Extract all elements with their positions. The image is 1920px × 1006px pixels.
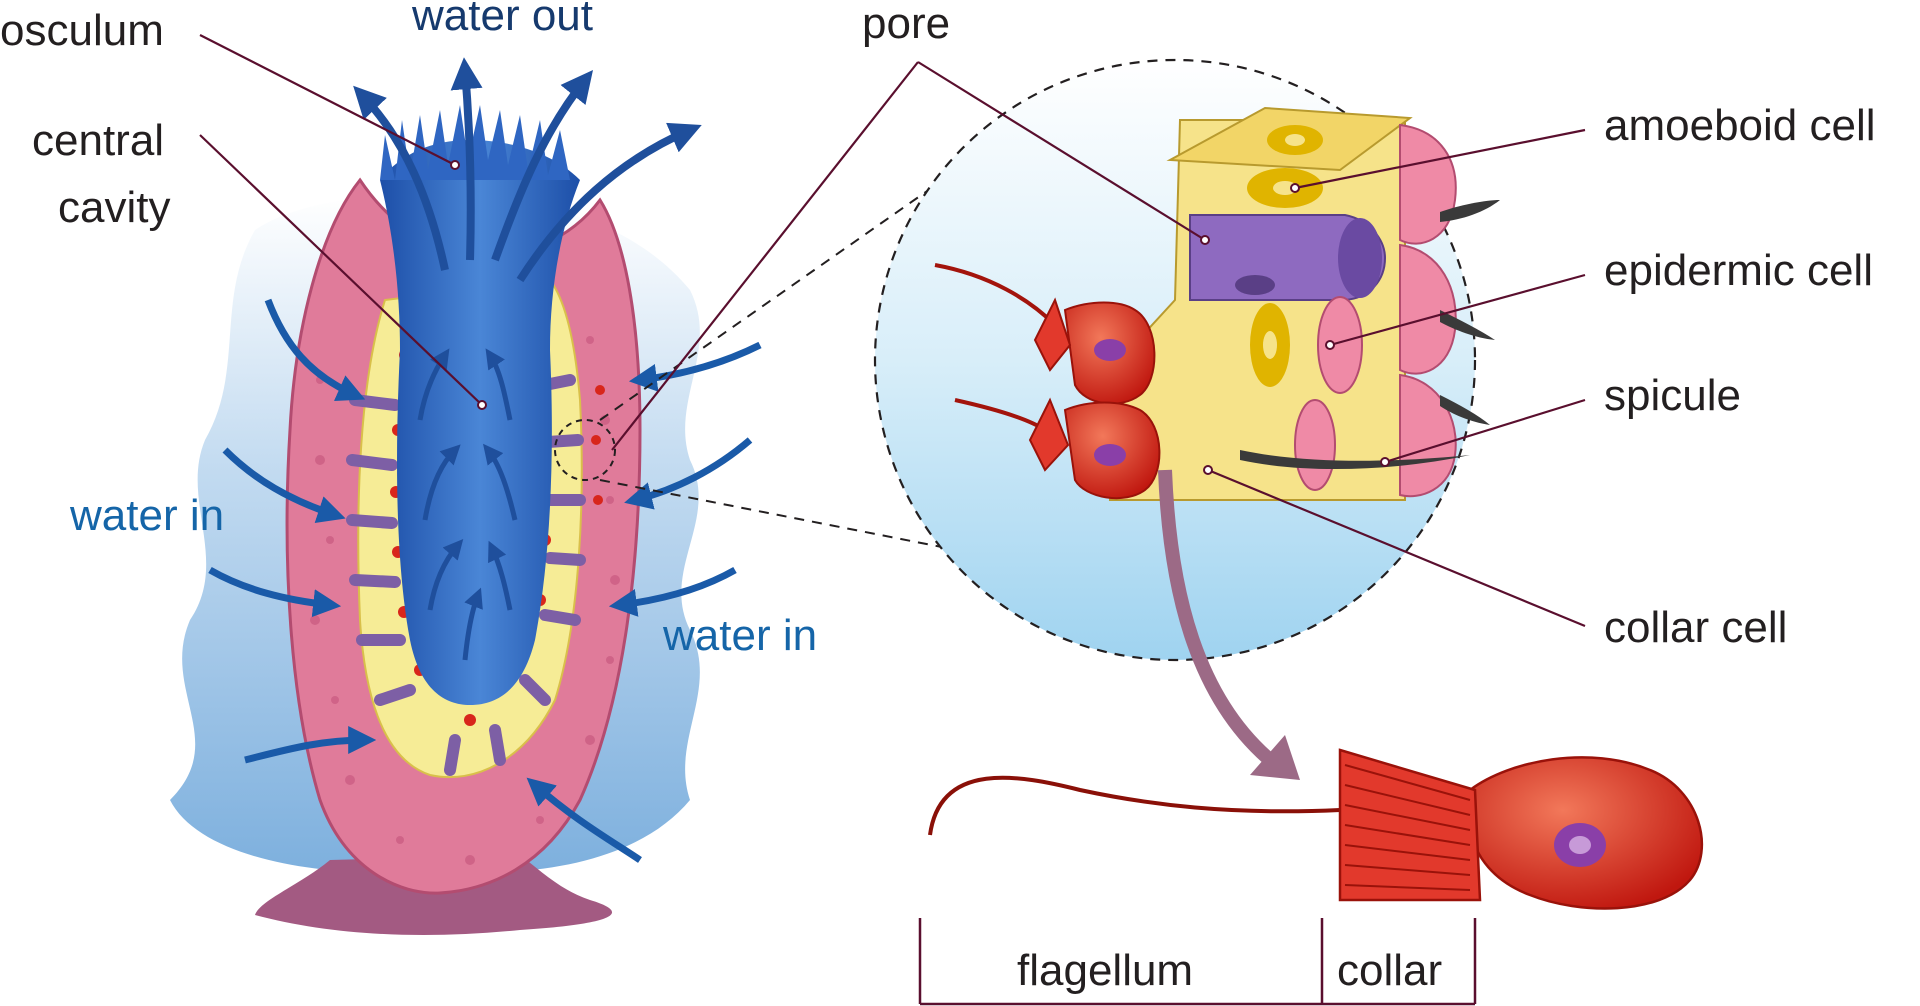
water-out-arrows [353,57,702,283]
collar-cells-zoom [934,263,1161,500]
label-amoeboid-cell: amoeboid cell [1604,101,1876,150]
label-central: central [32,116,164,165]
collar-ridges [1344,764,1471,891]
enlarge-arrow [1158,469,1275,766]
label-flagellum: flagellum [1017,946,1193,995]
flagellum-line [928,775,1341,836]
label-epidermic-cell: epidermic cell [1604,246,1873,295]
water-in-arrows-left [208,298,377,764]
central-cavity [380,140,580,705]
label-spicule: spicule [1604,371,1741,420]
sponge-base [255,855,613,935]
water-in-arrows-right [526,341,762,863]
zoom-source-marker [554,419,616,481]
labels: osculum water out central cavity water i… [0,0,1876,995]
label-water-in-left: water in [69,491,224,540]
osculum-fringe [380,105,570,180]
collar-cell-enlarged [928,748,1704,910]
spicules [1240,200,1500,470]
label-water-out: water out [411,0,593,40]
label-pore: pore [862,0,950,48]
zoom-detail [599,58,1500,662]
label-collar-cell: collar cell [1604,603,1787,652]
enlarge-arrowhead [1250,735,1300,780]
scale-bracket [918,918,1477,1006]
inner-flow-arrows [417,348,518,661]
collar-ridged [1338,748,1482,902]
label-water-in-right: water in [662,611,817,660]
label-collar: collar [1337,946,1442,995]
label-osculum: osculum [0,6,164,55]
sponge-illustration [170,57,762,935]
sponge-texture [310,336,620,865]
leader-lines [199,34,1586,628]
label-cavity: cavity [58,183,170,232]
